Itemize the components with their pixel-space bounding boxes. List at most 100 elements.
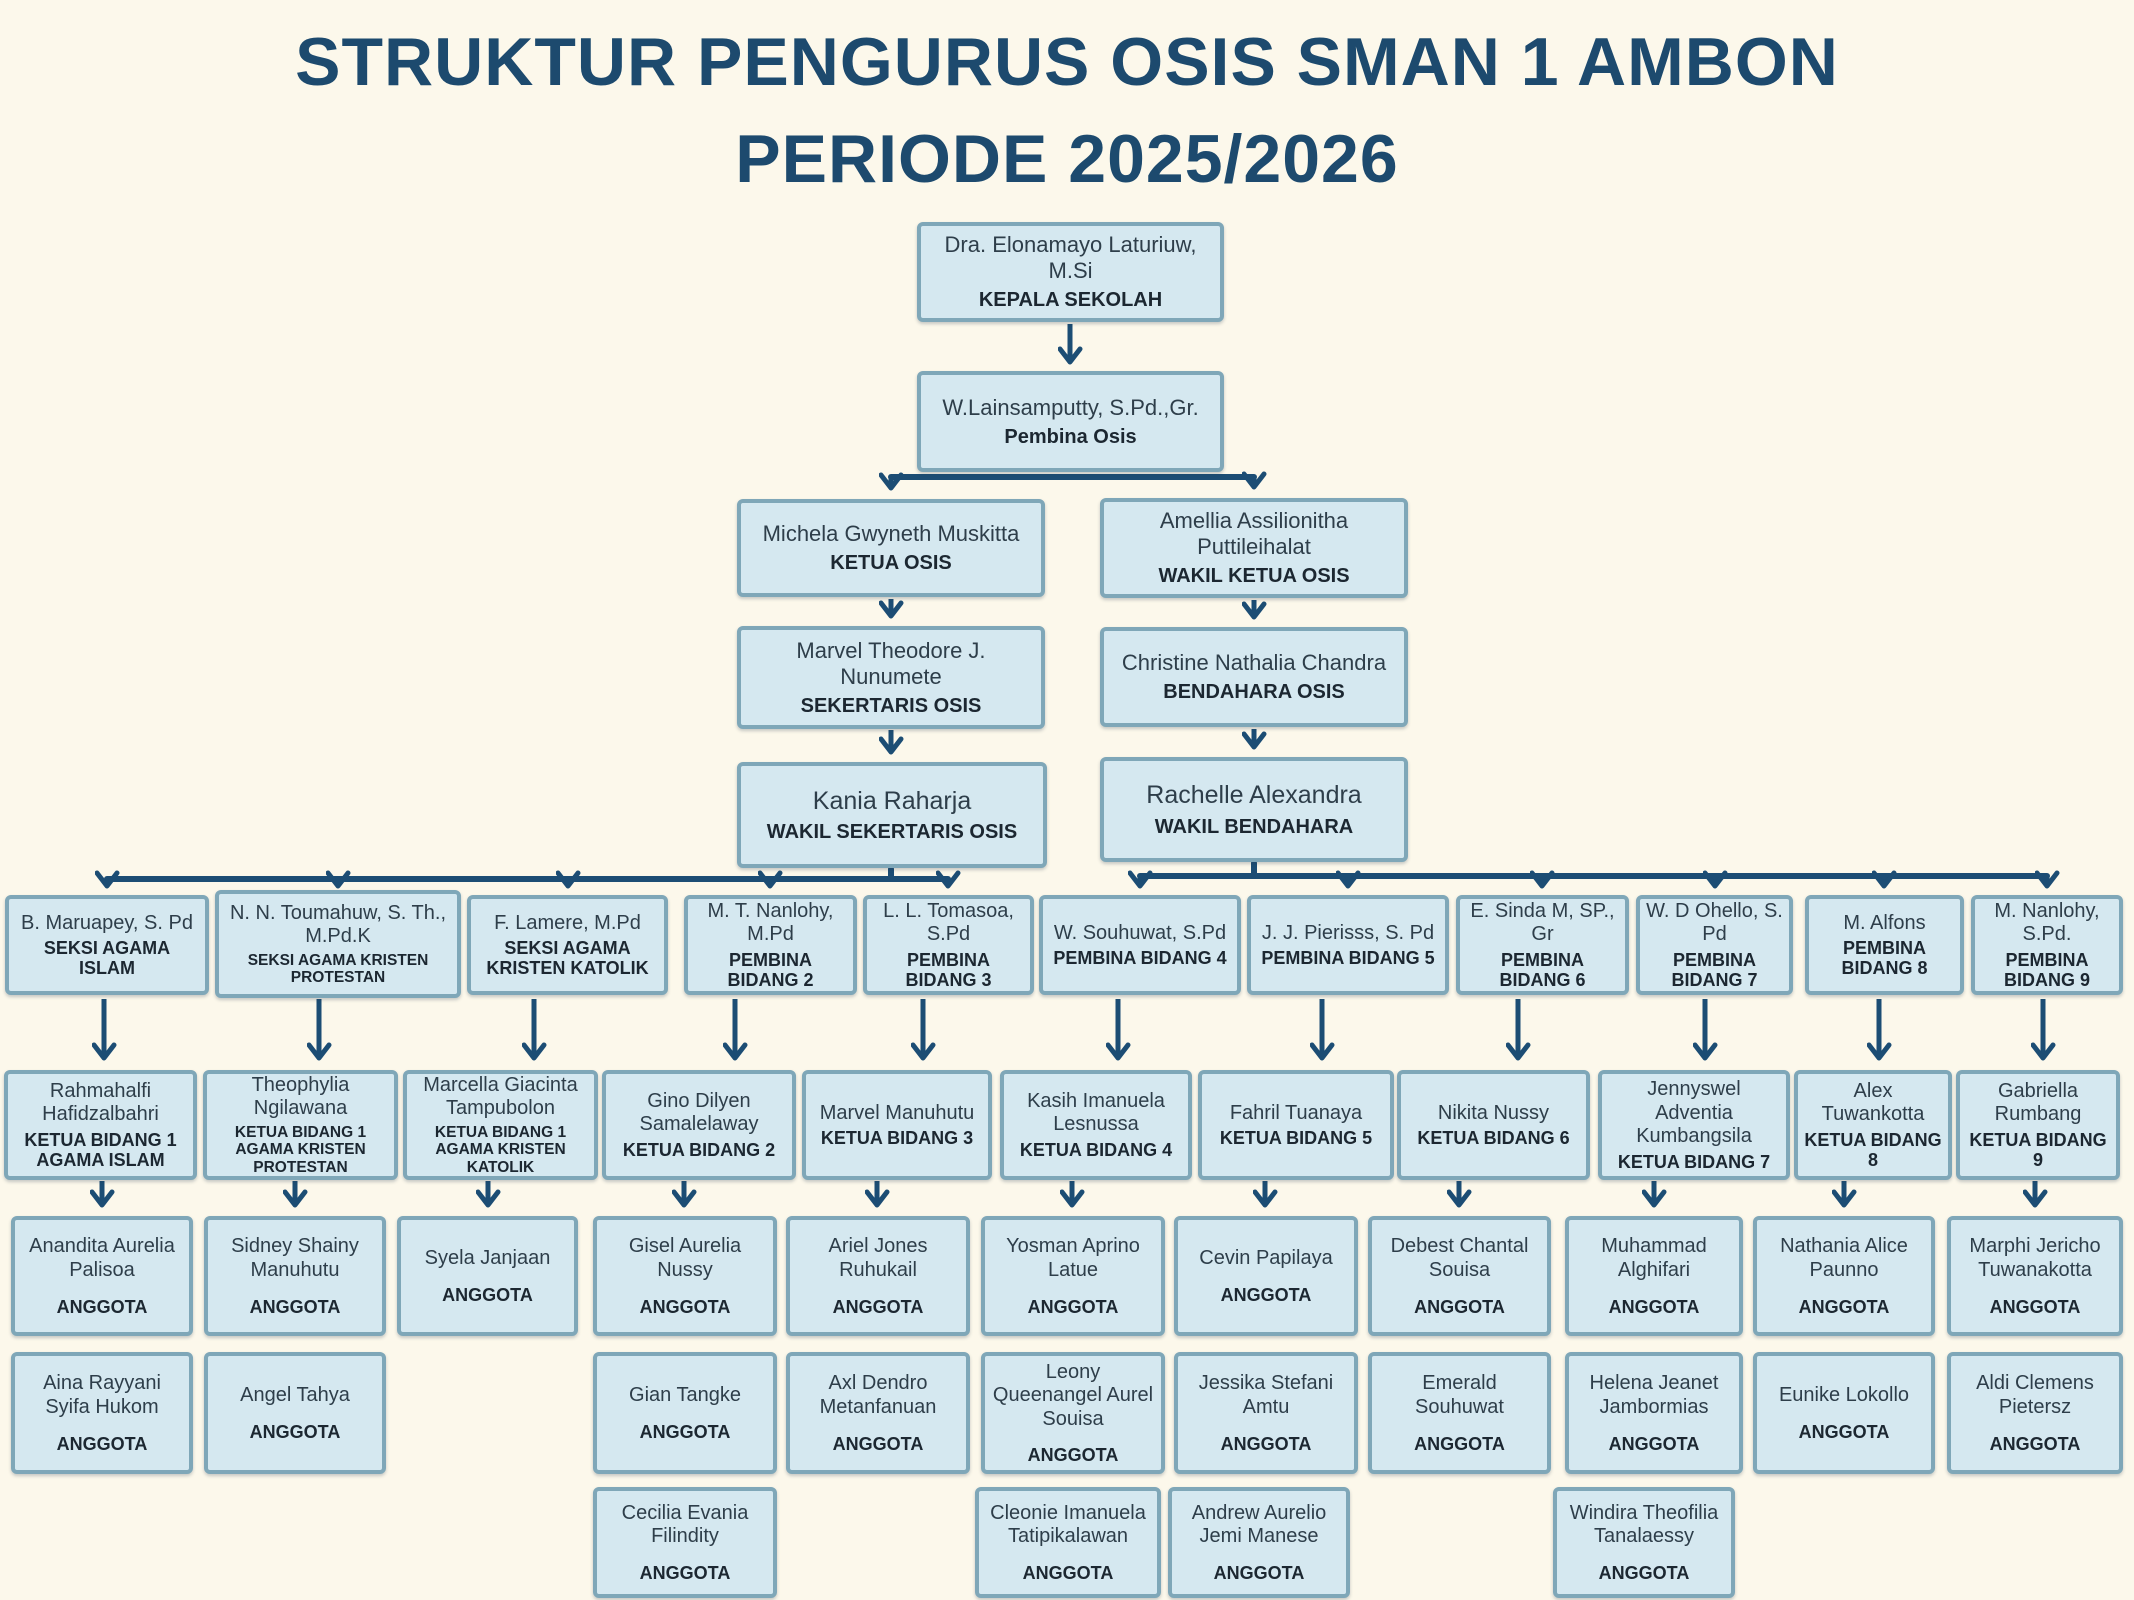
box-ketua-bidang-6: Nikita Nussy KETUA BIDANG 6 bbox=[1397, 1070, 1590, 1180]
person-name: Ariel Jones Ruhukail bbox=[828, 1235, 928, 1281]
person-name: Marphi Jericho Tuwanakotta bbox=[1969, 1235, 2101, 1281]
person-role: ANGGOTA bbox=[1027, 1296, 1119, 1317]
person-role: PEMBINA BIDANG 9 bbox=[2003, 949, 2090, 991]
person-role: PEMBINA BIDANG 6 bbox=[1499, 949, 1586, 991]
box-anggota: Leony Queenangel Aurel Souisa ANGGOTA bbox=[981, 1352, 1165, 1474]
person-role: WAKIL BENDAHARA bbox=[1154, 815, 1354, 838]
person-name: Helena Jeanet Jambormias bbox=[1589, 1372, 1719, 1418]
box-wakil-sekertaris-osis: Kania Raharja WAKIL SEKERTARIS OSIS bbox=[737, 762, 1047, 868]
box-seksi-agama-kristen-protestan: N. N. Toumahuw, S. Th., M.Pd.K SEKSI AGA… bbox=[215, 890, 461, 998]
box-anggota: Gian Tangke ANGGOTA bbox=[593, 1352, 777, 1474]
person-role: KETUA BIDANG 5 bbox=[1219, 1128, 1373, 1149]
person-name: Aldi Clemens Pietersz bbox=[1976, 1372, 2094, 1418]
person-role: KETUA BIDANG 1 AGAMA KRISTEN KATOLIK bbox=[434, 1124, 567, 1176]
box-anggota: Eunike Lokollo ANGGOTA bbox=[1753, 1352, 1935, 1474]
person-role: KETUA BIDANG 9 bbox=[1969, 1129, 2107, 1171]
person-name: Andrew Aurelio Jemi Manese bbox=[1191, 1501, 1327, 1548]
person-role: ANGGOTA bbox=[1989, 1433, 2081, 1454]
person-name: L. L. Tomasoa, S.Pd bbox=[883, 899, 1014, 946]
person-role: ANGGOTA bbox=[1414, 1296, 1505, 1317]
person-role: ANGGOTA bbox=[56, 1296, 148, 1317]
person-name: Syela Janjaan bbox=[424, 1247, 551, 1270]
box-ketua-osis: Michela Gwyneth Muskitta KETUA OSIS bbox=[737, 499, 1045, 597]
box-anggota: Cleonie Imanuela Tatipikalawan ANGGOTA bbox=[975, 1487, 1161, 1598]
box-pembina-bidang-5: J. J. Pierisss, S. Pd PEMBINA BIDANG 5 bbox=[1247, 895, 1449, 995]
person-name: Muhammad Alghifari bbox=[1601, 1235, 1707, 1281]
person-role: KETUA BIDANG 7 bbox=[1617, 1151, 1771, 1172]
box-ketua-bidang-1-kristen-protestan: Theophylia Ngilawana KETUA BIDANG 1 AGAM… bbox=[203, 1070, 398, 1180]
page-title: STRUKTUR PENGURUS OSIS SMAN 1 AMBON PERI… bbox=[0, 14, 2134, 208]
box-ketua-bidang-8: Alex Tuwankotta KETUA BIDANG 8 bbox=[1794, 1070, 1952, 1180]
box-pembina-bidang-4: W. Souhuwat, S.Pd PEMBINA BIDANG 4 bbox=[1039, 895, 1241, 995]
person-name: Cevin Papilaya bbox=[1199, 1247, 1333, 1270]
person-name: E. Sinda M, SP., Gr bbox=[1470, 899, 1615, 946]
person-name: N. N. Toumahuw, S. Th., M.Pd.K bbox=[229, 901, 447, 948]
person-role: ANGGOTA bbox=[1027, 1445, 1119, 1466]
box-anggota: Yosman Aprino Latue ANGGOTA bbox=[981, 1216, 1165, 1336]
person-role: PEMBINA BIDANG 4 bbox=[1053, 948, 1227, 969]
person-name: Emerald Souhuwat bbox=[1415, 1372, 1504, 1418]
person-role: ANGGOTA bbox=[1220, 1433, 1312, 1454]
person-name: Sidney Shainy Manuhutu bbox=[231, 1235, 359, 1281]
person-role: KETUA OSIS bbox=[830, 552, 952, 575]
person-role: KETUA BIDANG 4 bbox=[1019, 1140, 1173, 1161]
person-name: Angel Tahya bbox=[240, 1384, 350, 1407]
person-name: Rahmahalfi Hafidzalbahri bbox=[42, 1079, 159, 1126]
person-name: Debest Chantal Souisa bbox=[1390, 1235, 1529, 1281]
person-role: KETUA BIDANG 8 bbox=[1804, 1129, 1942, 1171]
person-role: ANGGOTA bbox=[1989, 1296, 2081, 1317]
person-name: Dra. Elonamayo Laturiuw, M.Si bbox=[944, 232, 1197, 284]
person-name: W. Souhuwat, S.Pd bbox=[1053, 921, 1227, 944]
person-name: Theophylia Ngilawana bbox=[251, 1073, 350, 1120]
person-role: KETUA BIDANG 1 AGAMA ISLAM bbox=[24, 1129, 177, 1171]
person-name: Gabriella Rumbang bbox=[1994, 1079, 2082, 1126]
box-pembina-bidang-8: M. Alfons PEMBINA BIDANG 8 bbox=[1805, 895, 1964, 995]
person-role: KETUA BIDANG 6 bbox=[1417, 1128, 1570, 1149]
person-role: ANGGOTA bbox=[1608, 1433, 1700, 1454]
box-wakil-bendahara: Rachelle Alexandra WAKIL BENDAHARA bbox=[1100, 757, 1408, 862]
person-name: Amellia Assilionitha Puttileihalat bbox=[1159, 508, 1349, 560]
box-anggota: Anandita Aurelia Palisoa ANGGOTA bbox=[11, 1216, 193, 1336]
person-role: ANGGOTA bbox=[1598, 1563, 1690, 1584]
box-anggota: Angel Tahya ANGGOTA bbox=[204, 1352, 386, 1474]
box-ketua-bidang-7: Jennyswel Adventia Kumbangsila KETUA BID… bbox=[1598, 1070, 1790, 1180]
box-wakil-ketua-osis: Amellia Assilionitha Puttileihalat WAKIL… bbox=[1100, 498, 1408, 598]
box-anggota: Cecilia Evania Filindity ANGGOTA bbox=[593, 1487, 777, 1598]
box-anggota: Marphi Jericho Tuwanakotta ANGGOTA bbox=[1947, 1216, 2123, 1336]
box-anggota: Aina Rayyani Syifa Hukom ANGGOTA bbox=[11, 1352, 193, 1474]
person-name: Kania Raharja bbox=[812, 786, 972, 815]
page-title-line1: STRUKTUR PENGURUS OSIS SMAN 1 AMBON bbox=[295, 24, 1839, 100]
box-ketua-bidang-1-agama-islam: Rahmahalfi Hafidzalbahri KETUA BIDANG 1 … bbox=[4, 1070, 197, 1180]
person-role: Pembina Osis bbox=[1004, 425, 1137, 448]
person-name: W. D Ohello, S. Pd bbox=[1646, 899, 1783, 946]
person-role: ANGGOTA bbox=[1414, 1433, 1505, 1454]
box-anggota: Syela Janjaan ANGGOTA bbox=[397, 1216, 578, 1336]
person-role: BENDAHARA OSIS bbox=[1163, 681, 1345, 704]
box-ketua-bidang-1-kristen-katolik: Marcella Giacinta Tampubolon KETUA BIDAN… bbox=[403, 1070, 598, 1180]
person-role: SEKSI AGAMA KRISTEN KATOLIK bbox=[486, 938, 649, 979]
person-role: ANGGOTA bbox=[1798, 1296, 1890, 1317]
person-role: PEMBINA BIDANG 5 bbox=[1261, 948, 1435, 969]
box-anggota: Ariel Jones Ruhukail ANGGOTA bbox=[786, 1216, 970, 1336]
person-name: Jessika Stefani Amtu bbox=[1198, 1372, 1334, 1418]
box-seksi-agama-islam: B. Maruapey, S. Pd SEKSI AGAMA ISLAM bbox=[5, 895, 209, 995]
person-name: Nathania Alice Paunno bbox=[1780, 1235, 1908, 1281]
person-name: Marvel Theodore J. Nunumete bbox=[796, 637, 986, 689]
box-pembina-bidang-7: W. D Ohello, S. Pd PEMBINA BIDANG 7 bbox=[1636, 895, 1793, 995]
person-role: ANGGOTA bbox=[1798, 1421, 1890, 1442]
person-name: Eunike Lokollo bbox=[1778, 1384, 1910, 1407]
person-name: Jennyswel Adventia Kumbangsila bbox=[1636, 1078, 1752, 1148]
person-role: WAKIL SEKERTARIS OSIS bbox=[766, 821, 1018, 844]
person-name: W.Lainsamputty, S.Pd.,Gr. bbox=[942, 394, 1199, 420]
person-role: PEMBINA BIDANG 8 bbox=[1841, 938, 1928, 979]
person-role: KETUA BIDANG 1 AGAMA KRISTEN PROTESTAN bbox=[234, 1124, 367, 1176]
box-ketua-bidang-5: Fahril Tuanaya KETUA BIDANG 5 bbox=[1198, 1070, 1394, 1180]
box-anggota: Aldi Clemens Pietersz ANGGOTA bbox=[1947, 1352, 2123, 1474]
person-name: Marvel Manuhutu bbox=[819, 1101, 975, 1124]
box-seksi-agama-kristen-katolik: F. Lamere, M.Pd SEKSI AGAMA KRISTEN KATO… bbox=[467, 895, 668, 995]
person-role: KETUA BIDANG 3 bbox=[820, 1128, 974, 1149]
box-anggota: Gisel Aurelia Nussy ANGGOTA bbox=[593, 1216, 777, 1336]
person-role: ANGGOTA bbox=[1220, 1284, 1312, 1305]
box-pembina-bidang-3: L. L. Tomasoa, S.Pd PEMBINA BIDANG 3 bbox=[863, 895, 1034, 995]
person-role: ANGGOTA bbox=[1608, 1296, 1700, 1317]
